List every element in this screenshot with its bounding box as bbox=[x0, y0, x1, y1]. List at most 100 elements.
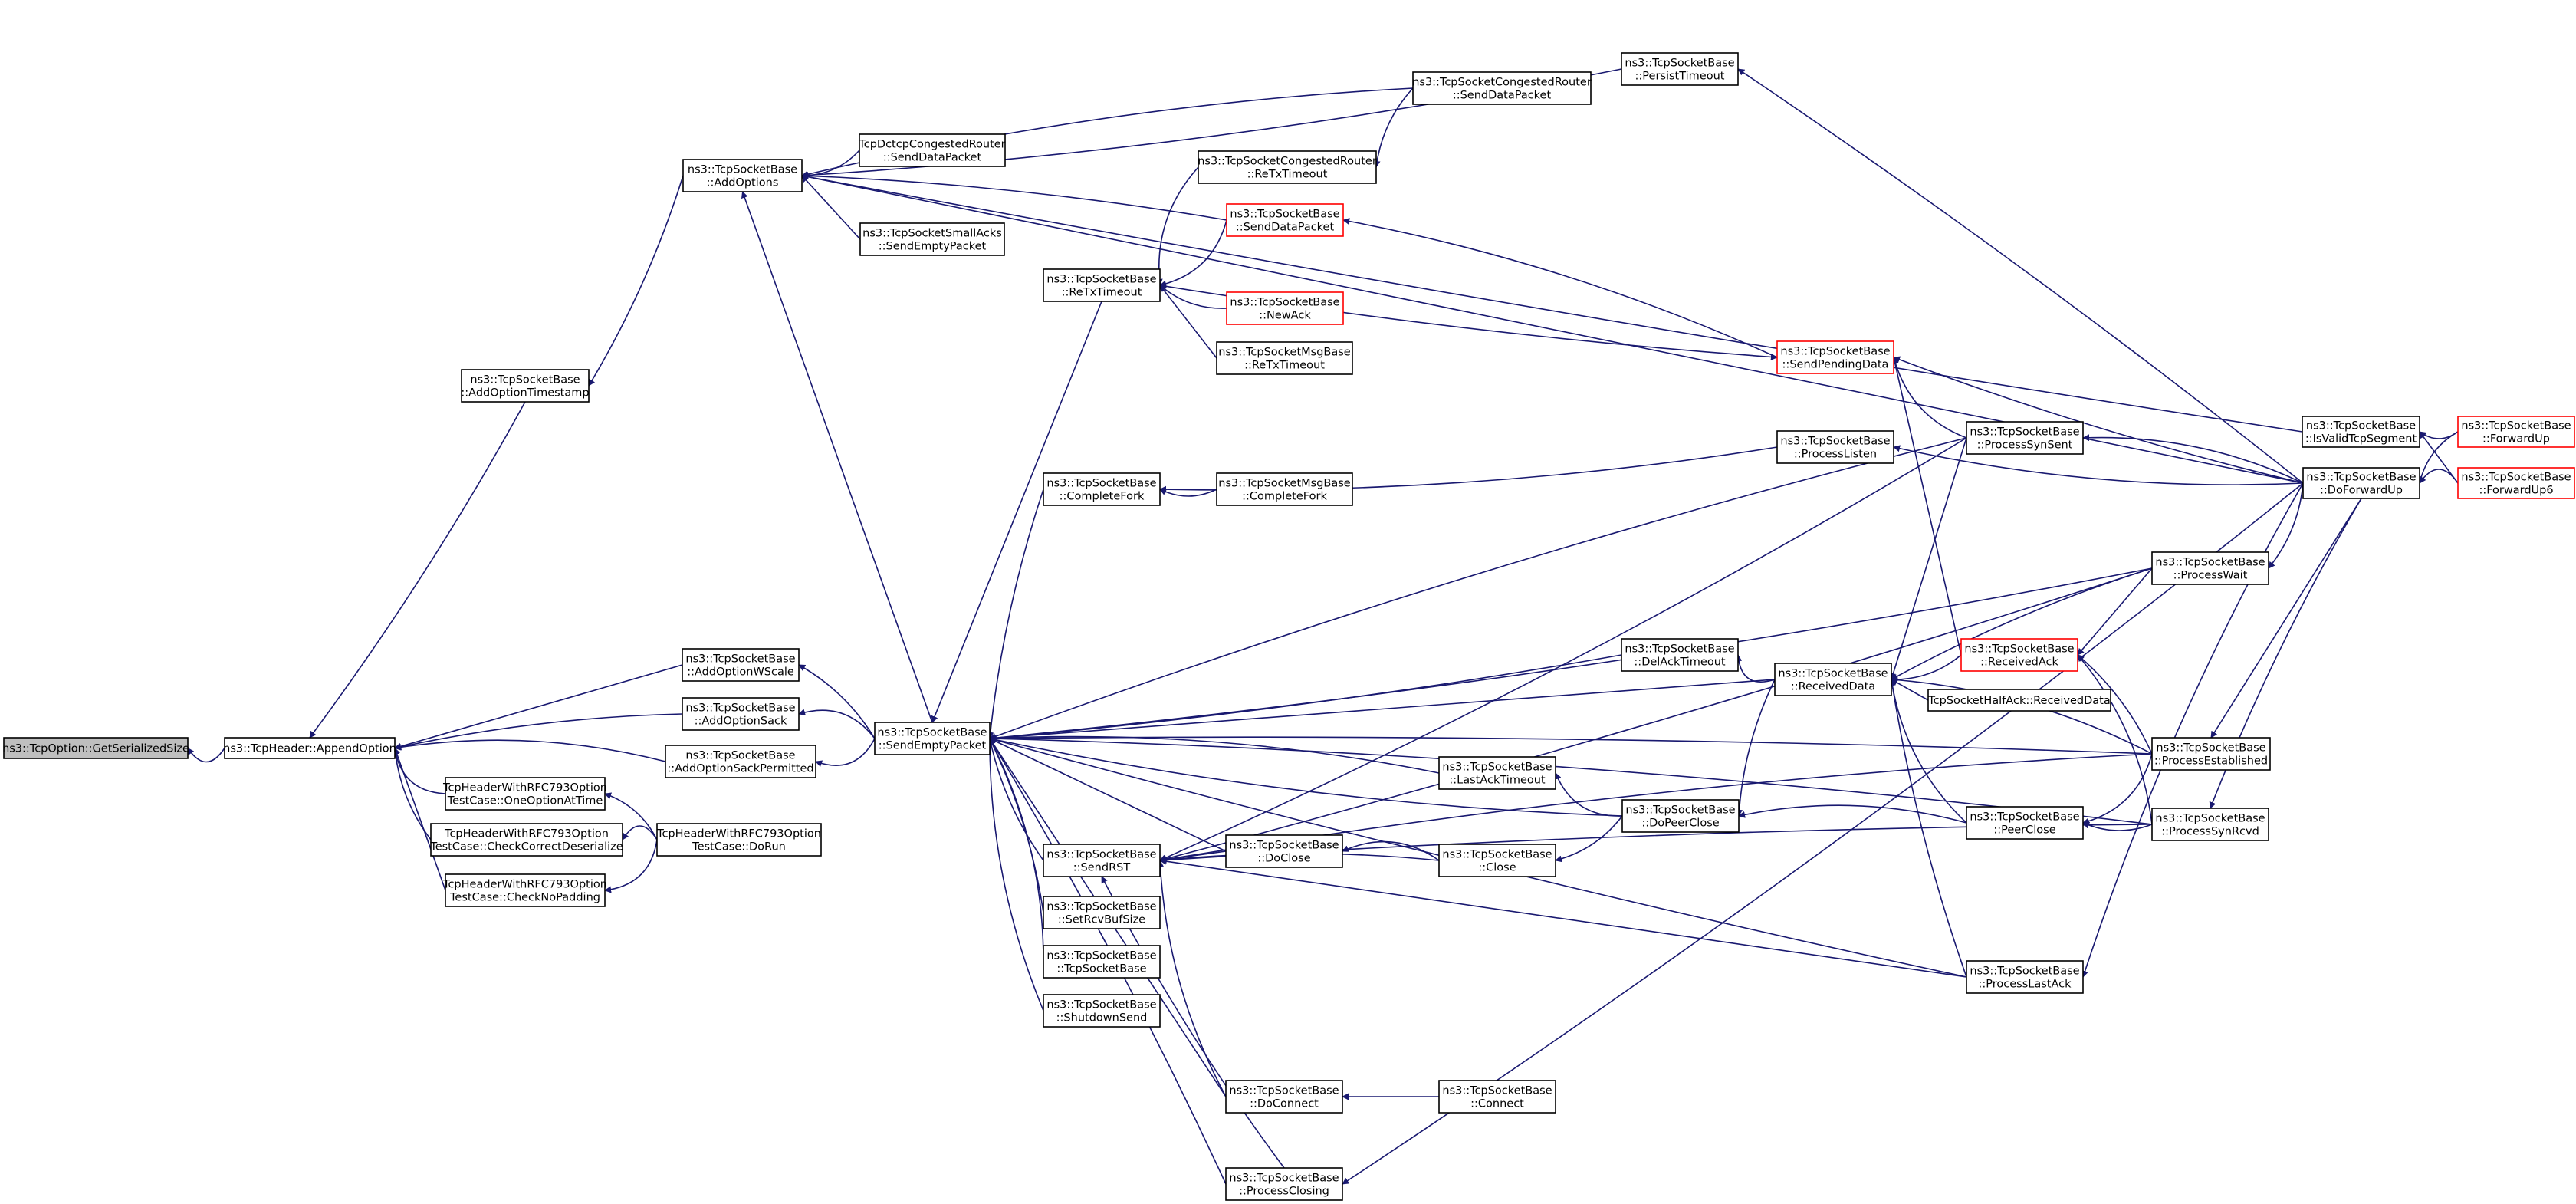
node-processsynrcvd[interactable]: ns3::TcpSocketBase::ProcessSynRcvd bbox=[2151, 808, 2269, 841]
node-label: ::Close bbox=[1478, 862, 1516, 874]
node-box bbox=[1966, 421, 2084, 455]
node-appendoption[interactable]: ns3::TcpHeader::AppendOption bbox=[223, 737, 396, 759]
node-label: ::LastAckTimeout bbox=[1449, 775, 1546, 787]
node-box bbox=[656, 823, 822, 857]
node-newack[interactable]: ns3::TcpSocketBase::NewAck bbox=[1226, 291, 1344, 325]
node-box bbox=[1776, 340, 1894, 374]
node-setrcvbufsize[interactable]: ns3::TcpSocketBase::SetRcvBufSize bbox=[1043, 896, 1161, 929]
node-label: ::ProcessEstablished bbox=[2154, 755, 2268, 768]
node-label: ns3::TcpSocketBase bbox=[1970, 426, 2079, 439]
node-checknopadding[interactable]: TcpHeaderWithRFC793OptionTestCase::Check… bbox=[442, 873, 607, 907]
edge-receiveddata-to-delacktimeout bbox=[1735, 654, 1776, 683]
node-box bbox=[682, 648, 800, 682]
node-halfackreceiveddata[interactable]: TcpSocketHalfAck::ReceivedData bbox=[1927, 689, 2111, 712]
node-sendemptypacket[interactable]: ns3::TcpSocketBase::SendEmptyPacket bbox=[874, 722, 991, 755]
node-forwardup6[interactable]: ns3::TcpSocketBase::ForwardUp6 bbox=[2457, 467, 2575, 499]
node-addoptions[interactable]: ns3::TcpSocketBase::AddOptions bbox=[682, 159, 803, 192]
node-completefork[interactable]: ns3::TcpSocketBase::CompleteFork bbox=[1043, 472, 1161, 506]
node-box bbox=[1198, 150, 1377, 184]
node-connect[interactable]: ns3::TcpSocketBase::Connect bbox=[1438, 1080, 1556, 1114]
node-sendpendingdata[interactable]: ns3::TcpSocketBase::SendPendingData bbox=[1776, 340, 1894, 374]
node-processlisten[interactable]: ns3::TcpSocketBase::ProcessListen bbox=[1776, 430, 1894, 464]
node-label: ::AddOptionSack bbox=[695, 715, 787, 728]
node-box bbox=[682, 697, 800, 731]
node-isvalidtcpsegment[interactable]: ns3::TcpSocketBase::IsValidTcpSegment bbox=[2302, 416, 2420, 448]
node-label: ns3::TcpSocketBase bbox=[685, 653, 795, 666]
node-msgretxtimeout[interactable]: ns3::TcpSocketMsgBase::ReTxTimeout bbox=[1216, 341, 1353, 375]
node-dctcpsenddatapacket[interactable]: TcpDctcpCongestedRouter::SendDataPacket bbox=[858, 133, 1006, 167]
node-label: ns3::TcpSocketBase bbox=[1046, 849, 1156, 861]
node-label: ns3::TcpSocketBase bbox=[1229, 1173, 1339, 1185]
node-label: ns3::TcpOption::GetSerializedSize bbox=[2, 743, 189, 755]
node-senddatapacket[interactable]: ns3::TcpSocketBase::SendDataPacket bbox=[1226, 203, 1344, 237]
node-label: ::ProcessClosing bbox=[1239, 1186, 1329, 1198]
node-checkcorrectdeserialize[interactable]: TcpHeaderWithRFC793OptionTestCase::Check… bbox=[429, 823, 623, 857]
node-box bbox=[1966, 960, 2084, 994]
edge-receiveddata-to-dopeerclose bbox=[1736, 679, 1776, 817]
edge-processsynsent-to-receiveddata bbox=[1890, 437, 1967, 680]
node-label: ns3::TcpSocketBase bbox=[470, 374, 580, 387]
node-doforwardup[interactable]: ns3::TcpSocketBase::DoForwardUp bbox=[2302, 467, 2420, 499]
edge-newack-to-retxtimeout bbox=[1159, 285, 1227, 309]
node-label: TestCase::CheckCorrectDeserialize bbox=[429, 841, 623, 854]
node-label: ::ReTxTimeout bbox=[1247, 169, 1328, 181]
node-processclosing[interactable]: ns3::TcpSocketBase::ProcessClosing bbox=[1225, 1167, 1343, 1201]
node-peerclose[interactable]: ns3::TcpSocketBase::PeerClose bbox=[1966, 806, 2084, 840]
node-persisttimeout[interactable]: ns3::TcpSocketBase::PersistTimeout bbox=[1621, 52, 1739, 86]
node-box bbox=[2302, 416, 2420, 448]
node-congretxtimeout[interactable]: ns3::TcpSocketCongestedRouter::ReTxTimeo… bbox=[1198, 150, 1377, 184]
node-dopeerclose[interactable]: ns3::TcpSocketBase::DoPeerClose bbox=[1622, 799, 1740, 833]
node-box bbox=[1043, 844, 1161, 877]
node-processlastack[interactable]: ns3::TcpSocketBase::ProcessLastAck bbox=[1966, 960, 2084, 994]
node-label: ns3::TcpSocketBase bbox=[1046, 478, 1156, 490]
edge-processlastack-to-receiveddata bbox=[1888, 679, 1967, 978]
node-label: ::ReTxTimeout bbox=[1244, 360, 1325, 372]
node-addoptionwscale[interactable]: ns3::TcpSocketBase::AddOptionWScale bbox=[682, 648, 800, 682]
node-sendrst[interactable]: ns3::TcpSocketBase::SendRST bbox=[1043, 844, 1161, 877]
node-addoptionsackpermitted[interactable]: ns3::TcpSocketBase::AddOptionSackPermitt… bbox=[665, 745, 816, 778]
node-delacktimeout[interactable]: ns3::TcpSocketBase::DelAckTimeout bbox=[1621, 638, 1739, 672]
edge-doforwardup-to-processlisten bbox=[1893, 445, 2304, 485]
node-box bbox=[1621, 638, 1739, 672]
node-box bbox=[2151, 551, 2269, 585]
node-congsenddatapacket[interactable]: ns3::TcpSocketCongestedRouter::SendDataP… bbox=[1412, 71, 1592, 105]
node-label: ns3::TcpSocketBase bbox=[1780, 436, 1890, 448]
node-addoptiontimestamp[interactable]: ns3::TcpSocketBase::AddOptionTimestamp bbox=[461, 369, 590, 403]
node-label: ns3::TcpSocketBase bbox=[2306, 420, 2416, 433]
node-box bbox=[2302, 467, 2420, 499]
node-processsynsent[interactable]: ns3::TcpSocketBase::ProcessSynSent bbox=[1966, 421, 2084, 455]
node-retxtimeout[interactable]: ns3::TcpSocketBase::ReTxTimeout bbox=[1043, 268, 1161, 302]
node-shutdownsend[interactable]: ns3::TcpSocketBase::ShutdownSend bbox=[1043, 994, 1161, 1028]
edge-isvalidtcpsegment-to-addoptions bbox=[801, 173, 2303, 433]
node-label: ::DoPeerClose bbox=[1641, 817, 1719, 830]
node-oneoptionattime[interactable]: TcpHeaderWithRFC793OptionTestCase::OneOp… bbox=[442, 777, 607, 811]
node-label: ::SetRcvBufSize bbox=[1058, 914, 1145, 926]
node-doclose[interactable]: ns3::TcpSocketBase::DoClose bbox=[1225, 834, 1343, 868]
node-processestablished[interactable]: ns3::TcpSocketBase::ProcessEstablished bbox=[2151, 737, 2271, 771]
node-smallackssendemptypacket[interactable]: ns3::TcpSocketSmallAcks::SendEmptyPacket bbox=[859, 222, 1005, 256]
edge-addoptionwscale-to-appendoption bbox=[394, 664, 683, 750]
edge-peerclose-to-receiveddata bbox=[1888, 679, 1967, 824]
node-receiveddata[interactable]: ns3::TcpSocketBase::ReceivedData bbox=[1774, 663, 1892, 696]
edge-peerclose-to-dopeerclose bbox=[1738, 804, 1967, 824]
node-msgcompletefork[interactable]: ns3::TcpSocketMsgBase::CompleteFork bbox=[1216, 472, 1353, 506]
edge-doforwardup-to-processsynsent bbox=[2082, 434, 2304, 484]
node-label: ::CompleteFork bbox=[1242, 491, 1327, 503]
node-tcpsocketbase[interactable]: ns3::TcpSocketBase::TcpSocketBase bbox=[1043, 945, 1161, 979]
node-receivedack[interactable]: ns3::TcpSocketBase::ReceivedAck bbox=[1960, 638, 2078, 672]
node-label: ::AddOptions bbox=[707, 177, 779, 189]
node-processwait[interactable]: ns3::TcpSocketBase::ProcessWait bbox=[2151, 551, 2269, 585]
node-label: ::SendDataPacket bbox=[1236, 222, 1335, 234]
node-lastacktimeout[interactable]: ns3::TcpSocketBase::LastAckTimeout bbox=[1438, 756, 1556, 790]
node-addoptionsack[interactable]: ns3::TcpSocketBase::AddOptionSack bbox=[682, 697, 800, 731]
node-close[interactable]: ns3::TcpSocketBase::Close bbox=[1438, 844, 1556, 877]
node-label: ns3::TcpSocketBase bbox=[1046, 999, 1156, 1012]
edge-receivedack-to-sendpendingdata bbox=[1891, 357, 1962, 656]
node-label: ns3::TcpHeader::AppendOption bbox=[223, 743, 396, 755]
node-forwardup[interactable]: ns3::TcpSocketBase::ForwardUp bbox=[2457, 416, 2575, 448]
node-doconnect[interactable]: ns3::TcpSocketBase::DoConnect bbox=[1225, 1080, 1343, 1114]
edge-dopeerclose-to-sendemptypacket bbox=[989, 736, 1623, 817]
edge-dorun-to-oneoptionattime bbox=[604, 792, 658, 840]
